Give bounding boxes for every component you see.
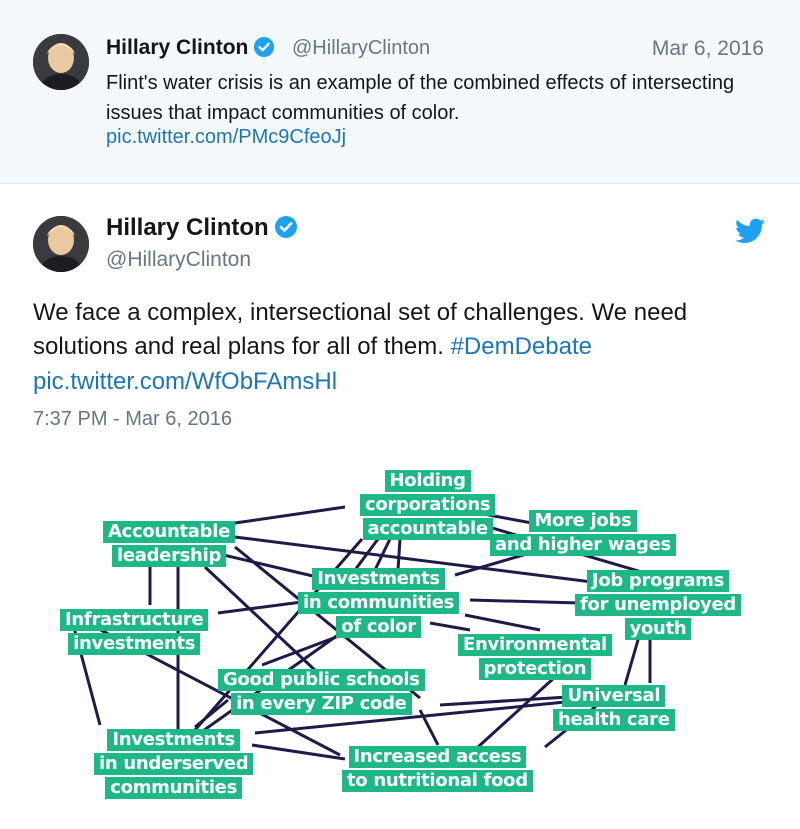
edge (217, 600, 303, 615)
twitter-bird-icon[interactable] (735, 218, 765, 244)
node-infrastructure: Infrastructure investments (60, 608, 209, 656)
verified-badge-icon (254, 37, 275, 63)
node-label: Job programs (586, 570, 730, 592)
edge (234, 505, 346, 525)
tweet-image-diagram[interactable]: Holding corporations accountable Account… (0, 455, 800, 829)
quoted-tweet[interactable]: Hillary Clinton @HillaryClinton Mar 6, 2… (0, 0, 800, 184)
node-investments-communities-of-color: Investments in communities of color (298, 567, 460, 639)
edge (203, 565, 320, 675)
author-handle[interactable]: @HillaryClinton (292, 37, 431, 59)
edge (623, 632, 642, 686)
node-label: More jobs (529, 510, 637, 532)
edge (254, 700, 566, 735)
node-label: leadership (111, 545, 227, 567)
pic-link[interactable]: pic.twitter.com/WfObFAmsHl (33, 368, 338, 395)
tweet-text: We face a complex, intersectional set of… (33, 296, 773, 364)
edge (194, 698, 229, 729)
node-label: of color (336, 616, 421, 638)
node-label: Investments (312, 568, 445, 590)
node-label: Universal (562, 685, 666, 707)
pic-link[interactable]: pic.twitter.com/PMc9CfeoJj (106, 126, 347, 148)
node-label: youth (624, 618, 692, 640)
edge (251, 743, 346, 761)
node-label: communities (105, 777, 243, 799)
tweet-date[interactable]: Mar 6, 2016 (651, 37, 764, 60)
node-label: in underserved (94, 753, 254, 775)
node-public-schools: Good public schools in every ZIP code (218, 668, 425, 716)
node-holding-corporations: Holding corporations accountable (360, 469, 496, 541)
edge (469, 598, 581, 605)
node-label: Good public schools (218, 669, 425, 691)
avatar[interactable] (33, 34, 89, 90)
edge (429, 621, 471, 632)
avatar[interactable] (33, 216, 89, 272)
node-label: for unemployed (575, 594, 741, 616)
edge (476, 675, 557, 749)
edge (454, 551, 531, 577)
author-handle[interactable]: @HillaryClinton (106, 248, 252, 271)
node-label: health care (553, 709, 675, 731)
node-accountable-leadership: Accountable leadership (103, 520, 235, 568)
node-label: protection (478, 658, 592, 680)
edge (396, 538, 402, 571)
tweet-text: Flint's water crisis is an example of th… (106, 72, 735, 124)
verified-badge-icon (274, 216, 297, 245)
node-environmental-protection: Environmental protection (458, 633, 612, 681)
node-label: investments (68, 633, 201, 655)
edge (214, 551, 331, 582)
node-label: accountable (362, 518, 493, 540)
author-name-text[interactable]: Hillary Clinton (106, 36, 249, 59)
hashtag-link[interactable]: #DemDebate (450, 333, 592, 360)
node-label: to nutritional food (342, 770, 533, 792)
node-label: Holding (384, 470, 471, 492)
node-job-programs: Job programs for unemployed youth (575, 569, 741, 641)
tweet-body: We face a complex, intersectional set of… (33, 299, 688, 360)
edge (373, 538, 392, 571)
node-label: and higher wages (490, 534, 676, 556)
node-label: Increased access (348, 746, 527, 768)
author-name[interactable]: Hillary Clinton (106, 36, 275, 63)
edge (234, 535, 601, 585)
author-name[interactable]: Hillary Clinton (106, 214, 297, 245)
author-name-text[interactable]: Hillary Clinton (106, 214, 269, 241)
node-investments-underserved: Investments in underserved communities (94, 728, 254, 800)
edge (353, 538, 380, 571)
node-nutritional-food: Increased access to nutritional food (342, 745, 533, 793)
edge (464, 613, 541, 632)
node-label: Infrastructure (60, 609, 209, 631)
edge (439, 695, 569, 707)
node-label: Environmental (458, 634, 612, 656)
tweet-timestamp[interactable]: 7:37 PM - Mar 6, 2016 (33, 408, 232, 430)
node-label: corporations (360, 494, 496, 516)
node-label: Accountable (103, 521, 235, 543)
node-label: Investments (107, 729, 240, 751)
node-label: in communities (298, 592, 460, 614)
node-more-jobs: More jobs and higher wages (490, 509, 676, 557)
node-label: in every ZIP code (231, 693, 412, 715)
node-universal-health-care: Universal health care (553, 684, 675, 732)
